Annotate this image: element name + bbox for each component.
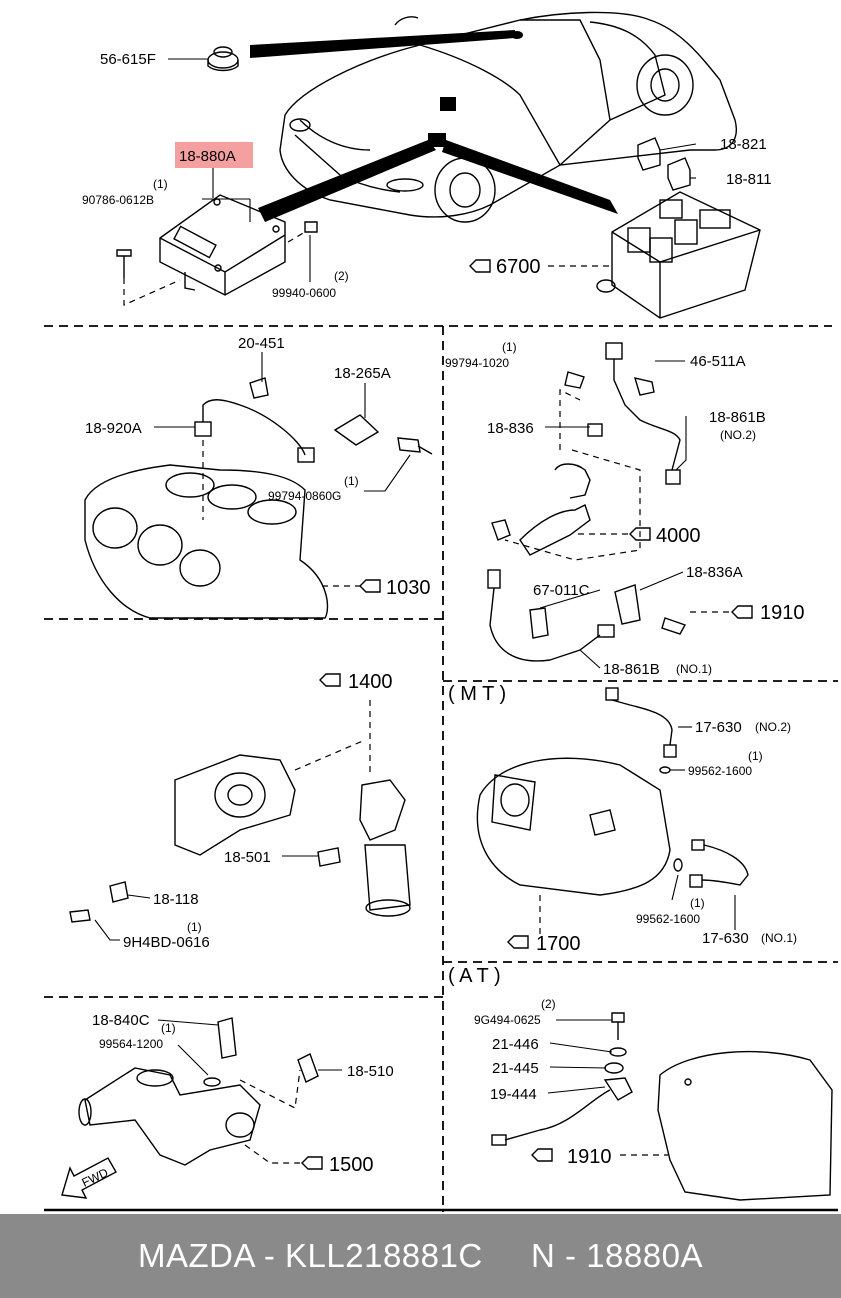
qty-99940: (2) (334, 269, 349, 283)
label-18-861B-top: 18-861B (709, 409, 766, 426)
car-illustration (250, 11, 737, 223)
label-99564-1200: 99564-1200 (99, 1037, 163, 1051)
label-21-445: 21-445 (492, 1060, 539, 1077)
ref-arrow-icon (531, 1148, 553, 1162)
label-18-118: 18-118 (153, 891, 199, 908)
label-99794-1020: 99794-1020 (445, 356, 509, 370)
label-18-501: 18-501 (224, 849, 271, 866)
cylinder-head (84, 440, 329, 619)
no1-top: (NO.1) (676, 662, 712, 676)
label-99562-1600-bottom: 99562-1600 (636, 912, 700, 926)
label-18-836A: 18-836A (686, 564, 743, 581)
part-labels: 56-615F 18-880A (1) 90786-0612B (2) 9994… (80, 51, 805, 1190)
ref-arrow-icon (319, 673, 341, 687)
label-90786-0612B: 90786-0612B (82, 193, 154, 207)
qty-9G494: (2) (541, 997, 556, 1011)
section7-callouts (531, 1019, 613, 1162)
parts-diagram: 56-615F 18-880A (1) 90786-0612B (2) 9994… (44, 11, 838, 1212)
label-18-840C: 18-840C (92, 1012, 150, 1029)
label-18-265A: 18-265A (334, 365, 391, 382)
relay-box (596, 137, 761, 319)
qty-99794-1020: (1) (502, 340, 517, 354)
ref-arrow-icon (629, 527, 651, 541)
section6-callouts (157, 1019, 342, 1170)
label-99794-0860G: 99794-0860G (268, 489, 341, 503)
ref-arrow-icon (359, 579, 381, 593)
section3-callouts (539, 360, 753, 669)
o2-sensor-front (194, 377, 433, 463)
label-18-811: 18-811 (726, 171, 772, 188)
ref-4000: 4000 (656, 525, 701, 547)
label-99940-0600: 99940-0600 (272, 286, 336, 300)
mt-transmission (476, 687, 749, 935)
oil-pump-assembly (69, 700, 411, 923)
label-46-511A: 46-511A (690, 353, 746, 370)
label-18-920A: 18-920A (85, 420, 142, 437)
section2-callouts (154, 352, 411, 593)
label-19-444: 19-444 (490, 1086, 537, 1103)
highlight-box (175, 142, 253, 168)
fwd-arrow-icon (61, 1157, 117, 1199)
section-dividers (44, 325, 838, 1212)
label-18-836: 18-836 (487, 420, 534, 437)
exhaust-pipe (491, 389, 641, 561)
qty-18-840C: (1) (161, 1021, 176, 1035)
label-67-011C: 67-011C (533, 582, 590, 599)
no2-mt: (NO.2) (755, 720, 791, 734)
top-callouts (168, 58, 697, 282)
qty-99562-top: (1) (748, 749, 763, 763)
ref-1700: 1700 (536, 933, 581, 955)
ref-arrow-icon (469, 259, 491, 273)
label-20-451: 20-451 (238, 335, 285, 352)
ref-1910-bottom: 1910 (567, 1146, 612, 1168)
label-17-630-bottom: 17-630 (702, 930, 749, 947)
ecu-module (116, 194, 318, 306)
section5-callouts (507, 726, 736, 949)
section4-callouts (94, 673, 341, 941)
label-18-510: 18-510 (347, 1063, 394, 1080)
ref-6700: 6700 (496, 256, 541, 278)
o2-sensors-rear (487, 342, 687, 662)
no1-mt: (NO.1) (761, 931, 797, 945)
label-18-880A: 18-880A (179, 148, 236, 165)
ref-1030: 1030 (386, 577, 431, 599)
fwd-label: FWD (80, 1165, 111, 1189)
qty-9H4BD: (1) (187, 920, 202, 934)
label-9H4BD-0616: 9H4BD-0616 (123, 934, 210, 951)
at-transmission (491, 1012, 833, 1201)
ref-1500: 1500 (329, 1154, 374, 1176)
qty-99794-0860G: (1) (344, 474, 359, 488)
ref-arrow-icon (301, 1156, 323, 1170)
ref-1910-top: 1910 (760, 602, 805, 624)
at-heading: ( A T ) (448, 965, 501, 987)
no2-top: (NO.2) (720, 428, 756, 442)
thermostat-housing (61, 1017, 319, 1199)
qty-99562-bottom: (1) (690, 896, 705, 910)
label-17-630-top: 17-630 (695, 719, 742, 736)
footer-bar: MAZDA - KLL218881C N - 18880A (0, 1214, 841, 1298)
mt-heading: ( M T ) (448, 683, 506, 705)
ref-arrow-icon (731, 605, 753, 619)
grommet (207, 46, 239, 72)
label-21-446: 21-446 (492, 1036, 539, 1053)
label-9G494-0625: 9G494-0625 (474, 1013, 541, 1027)
footer-part-numbers: MAZDA - KLL218881C N - 18880A (138, 1237, 703, 1274)
ref-1400: 1400 (348, 671, 393, 693)
label-18-861B-bottom: 18-861B (603, 661, 660, 678)
ref-arrow-icon (507, 935, 529, 949)
qty-90786: (1) (153, 177, 168, 191)
label-56-615F: 56-615F (100, 51, 156, 68)
label-99562-1600-top: 99562-1600 (688, 764, 752, 778)
label-18-821: 18-821 (720, 136, 767, 153)
